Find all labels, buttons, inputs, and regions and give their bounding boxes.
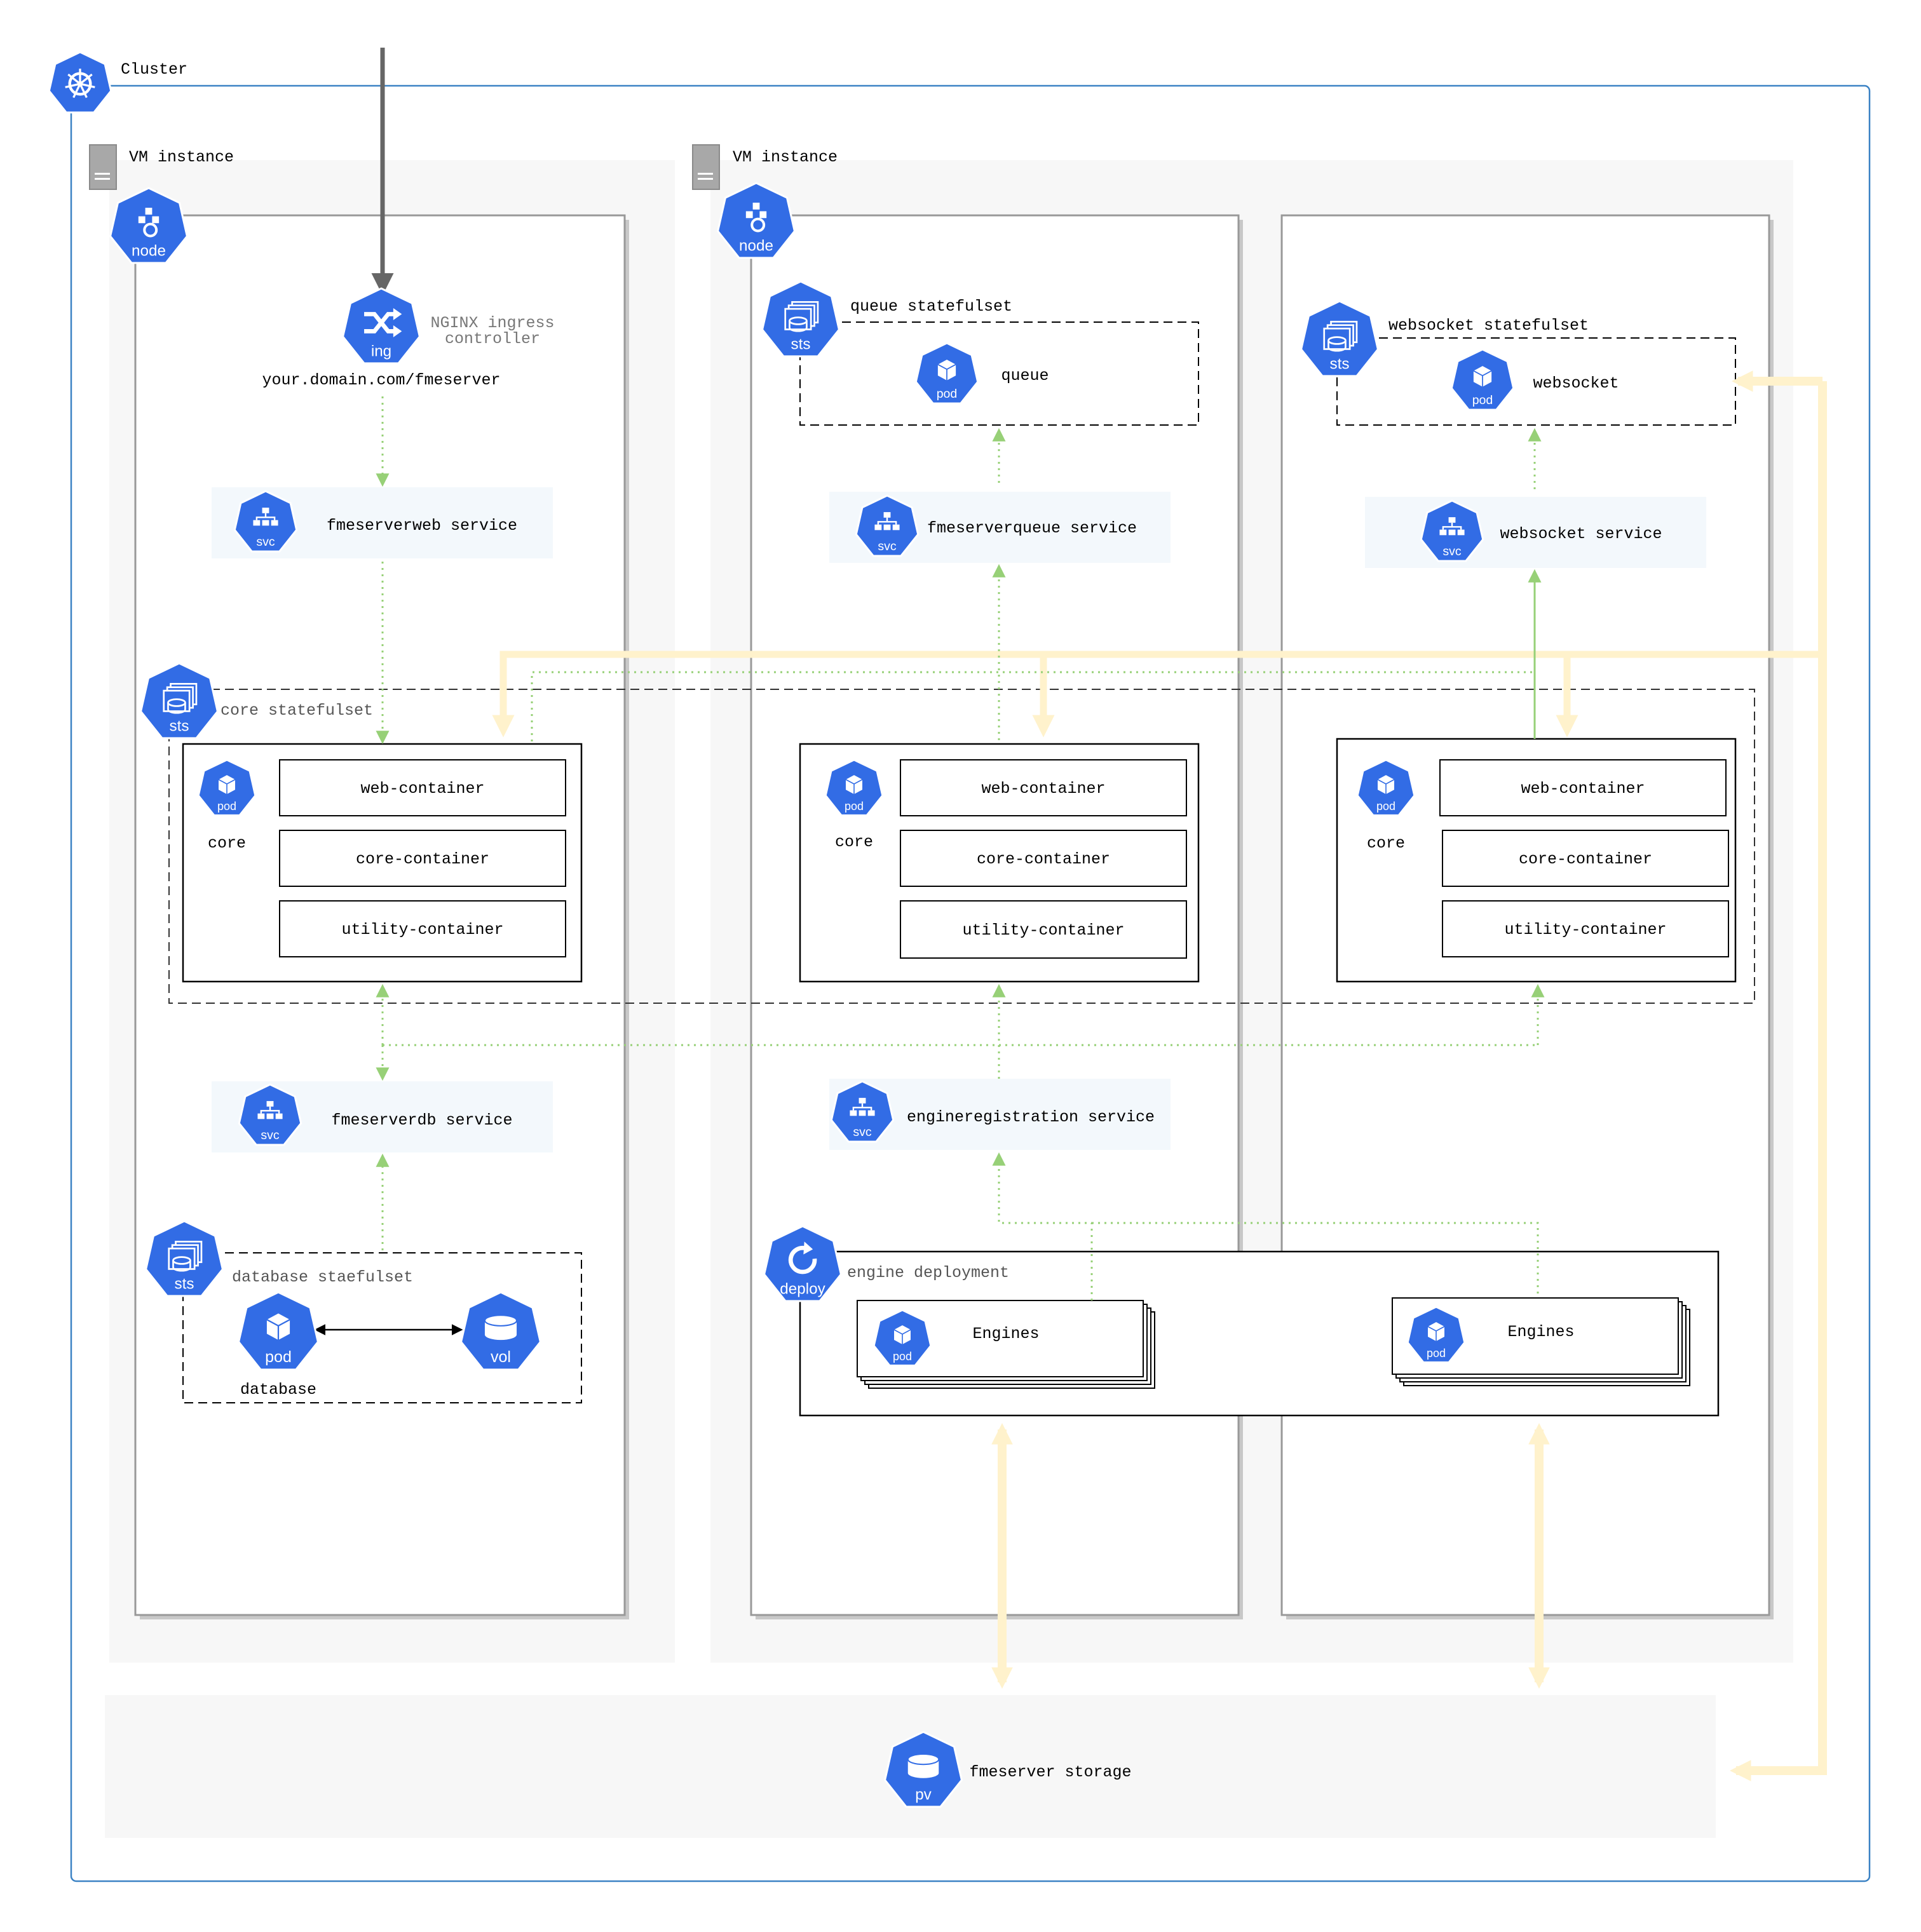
- server-icon: [89, 144, 117, 190]
- svg-text:pod: pod: [1427, 1347, 1446, 1360]
- svg-text:node: node: [739, 238, 773, 255]
- service-icon: svc: [830, 1080, 895, 1143]
- statefulset-icon: sts: [1300, 300, 1380, 377]
- queue-statefulset-box: [799, 321, 1199, 426]
- persistent-volume-icon: pv: [883, 1731, 963, 1808]
- core1-utility-container-box: [279, 900, 566, 957]
- pod-icon: pod: [1356, 759, 1416, 816]
- core3-web-container-label: web-container: [1521, 780, 1645, 798]
- database-statefulset-label: database staefulset: [232, 1268, 413, 1287]
- svg-text:svc: svc: [1442, 544, 1462, 558]
- core2-core-container-label: core-container: [977, 850, 1110, 868]
- core3-utility-container-box: [1442, 900, 1729, 957]
- statefulset-icon: sts: [761, 280, 841, 358]
- svg-text:svc: svc: [878, 539, 897, 553]
- core-pod-label-3: core: [1367, 834, 1405, 853]
- core2-utility-container-box: [900, 900, 1187, 959]
- svg-text:pod: pod: [937, 387, 958, 401]
- core1-core-container-label: core-container: [356, 850, 489, 868]
- core3-core-container-label: core-container: [1519, 850, 1652, 868]
- core-statefulset-box: [168, 689, 1755, 1004]
- ingress-title-line1: NGINX ingress: [430, 314, 554, 332]
- queue-statefulset-label: queue statefulset: [850, 297, 1012, 316]
- engines-label-2: Engines: [1507, 1323, 1574, 1341]
- svg-text:svc: svc: [256, 535, 275, 549]
- database-statefulset-box: [182, 1252, 582, 1403]
- core3-utility-container-label: utility-container: [1504, 921, 1666, 939]
- service-icon: svc: [238, 1083, 302, 1146]
- database-pod-label: database: [240, 1381, 316, 1399]
- svg-text:svc: svc: [261, 1128, 280, 1142]
- svg-text:pod: pod: [217, 800, 236, 813]
- engine-deployment-label: engine deployment: [847, 1264, 1009, 1282]
- svg-text:pod: pod: [1376, 800, 1395, 813]
- core2-web-container-box: [900, 759, 1187, 816]
- queue-pod-label: queue: [1001, 367, 1049, 385]
- pod-icon: pod: [1406, 1306, 1466, 1363]
- fmeserverqueue-service-label: fmeserverqueue service: [927, 519, 1137, 537]
- cluster-boundary: [70, 84, 1871, 1882]
- service-links: [376, 396, 1545, 1300]
- volume-icon: vol: [459, 1291, 542, 1371]
- svg-text:node: node: [132, 243, 166, 260]
- engines-label-1: Engines: [972, 1325, 1039, 1343]
- node-icon: node: [716, 182, 796, 259]
- core1-web-container-label: web-container: [360, 780, 484, 798]
- pod-icon: pod: [872, 1309, 932, 1367]
- service-icon: svc: [233, 490, 298, 553]
- server-icon: [692, 144, 720, 190]
- ingress-url: your.domain.com/fmeserver: [262, 371, 500, 389]
- svg-text:vol: vol: [491, 1348, 511, 1366]
- vm-instance-label-2: VM instance: [733, 148, 838, 166]
- core-pod-label-2: core: [835, 833, 873, 851]
- svg-text:sts: sts: [175, 1276, 194, 1293]
- core2-utility-container-label: utility-container: [962, 921, 1124, 940]
- core3-web-container-box: [1439, 759, 1727, 816]
- deployment-icon: deploy: [763, 1225, 843, 1302]
- svg-text:pv: pv: [915, 1787, 932, 1804]
- engineregistration-service-label: engineregistration service: [907, 1108, 1155, 1126]
- svg-text:pod: pod: [265, 1348, 292, 1366]
- websocket-statefulset-label: websocket statefulset: [1388, 316, 1589, 335]
- fmeserverdb-service-label: fmeserverdb service: [331, 1111, 512, 1130]
- ingress-icon: ing: [341, 287, 421, 365]
- pod-icon: pod: [197, 759, 257, 816]
- statefulset-icon: sts: [139, 662, 219, 740]
- core2-web-container-label: web-container: [981, 780, 1105, 798]
- pod-icon: pod: [1450, 348, 1515, 411]
- websocket-service-label: websocket service: [1500, 525, 1662, 543]
- storage-links: [492, 370, 1827, 1781]
- storage-label: fmeserver storage: [969, 1763, 1131, 1781]
- websocket-pod-label: websocket: [1533, 374, 1619, 393]
- cluster-label: Cluster: [121, 60, 187, 79]
- pod-icon: pod: [914, 342, 979, 405]
- svg-text:deploy: deploy: [780, 1281, 825, 1298]
- core-statefulset-label: core statefulset: [221, 701, 373, 720]
- svg-text:sts: sts: [791, 336, 811, 353]
- core-pod-label-1: core: [208, 834, 246, 853]
- core1-core-container-box: [279, 830, 566, 887]
- pod-icon: pod: [237, 1291, 320, 1371]
- kubernetes-wheel-icon: [48, 51, 112, 114]
- pod-icon: pod: [824, 759, 884, 816]
- core3-core-container-box: [1442, 830, 1729, 887]
- node-icon: node: [109, 187, 189, 264]
- core2-core-container-box: [900, 830, 1187, 887]
- ingress-title-line2: controller: [445, 330, 540, 348]
- core1-utility-container-label: utility-container: [341, 921, 503, 939]
- svg-text:pod: pod: [845, 800, 864, 813]
- svg-text:pod: pod: [893, 1350, 912, 1363]
- vm-instance-label-1: VM instance: [129, 148, 234, 166]
- svg-text:svc: svc: [853, 1125, 872, 1139]
- svg-text:sts: sts: [170, 718, 189, 735]
- statefulset-icon: sts: [144, 1220, 224, 1297]
- svg-text:pod: pod: [1472, 393, 1493, 407]
- service-icon: svc: [1420, 499, 1484, 562]
- fmeserverweb-service-label: fmeserverweb service: [327, 517, 517, 535]
- core1-web-container-box: [279, 759, 566, 816]
- svg-text:ing: ing: [371, 343, 391, 360]
- svg-text:sts: sts: [1330, 356, 1350, 373]
- service-icon: svc: [855, 494, 920, 557]
